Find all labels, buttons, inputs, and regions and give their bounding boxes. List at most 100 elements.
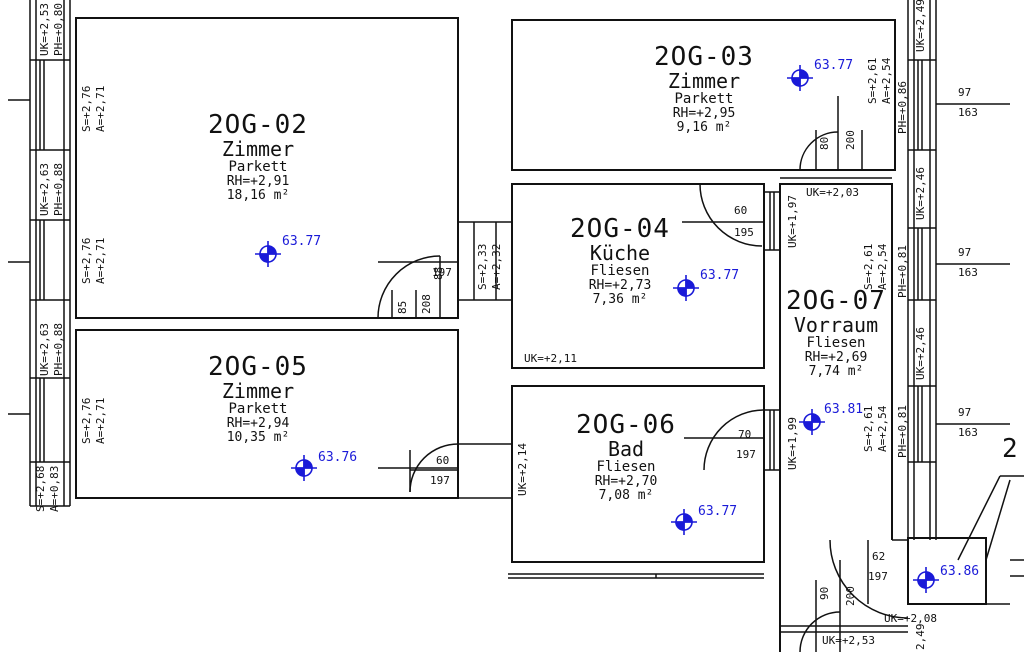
wall-annotation: UK=+2,08	[884, 612, 937, 625]
room-name: Zimmer	[221, 379, 295, 404]
wall-annotation: A=+2,71	[94, 397, 107, 444]
room-floor: Parkett	[228, 159, 288, 176]
wall-annotation: A=+2,32	[490, 243, 503, 290]
dimension: 195	[734, 226, 754, 239]
room-outline-2og-07	[779, 183, 893, 652]
wall-annotation: UK=+2,49	[914, 0, 927, 52]
room-height: RH=+2,70	[594, 473, 658, 489]
wall-annotation: UK=+2,53	[822, 634, 875, 647]
room-id: 2OG-02	[208, 110, 308, 140]
room-outline-2og-04	[511, 183, 765, 369]
wall-annotation: S=+2,76	[80, 85, 93, 132]
wall-annotation: S=+2,68	[34, 465, 47, 512]
wall-annotation: UK=+2,03	[806, 186, 859, 199]
elevation-value: 63.77	[700, 268, 740, 283]
room-name: Vorraum	[793, 313, 879, 338]
wall-annotation: A=+2,54	[876, 243, 889, 290]
wall-annotation: UK=+2,14	[516, 443, 529, 496]
room-name: Zimmer	[667, 69, 741, 94]
room-height: RH=+2,95	[672, 105, 736, 121]
room-height: RH=+2,91	[226, 173, 290, 189]
elevation-value: 63.77	[814, 58, 854, 73]
dimension: 197	[430, 474, 450, 487]
dimension: 60	[734, 204, 748, 217]
elevation-markers	[255, 65, 939, 593]
elevation-value: 63.76	[318, 450, 358, 465]
room-id: 2OG-07	[786, 286, 886, 316]
dimension: 200	[844, 130, 857, 150]
room-outline-2og-06	[511, 385, 765, 563]
dimension: 163	[958, 106, 978, 119]
wall-annotation: S=+2,61	[862, 405, 875, 452]
room-outline-2og-03	[511, 19, 896, 171]
elevation-value: 63.86	[940, 564, 980, 579]
dimension: 85	[396, 300, 409, 314]
wall-annotation: PH=+0,88	[52, 163, 65, 216]
room-floor: Parkett	[228, 401, 288, 418]
room-height: RH=+2,73	[588, 277, 652, 293]
elevation-value: 63.81	[824, 402, 864, 417]
room-label-2og-02: 2OG-02 Zimmer Parkett RH=+2,91 18,16 m²	[198, 110, 318, 203]
room-label-2og-06: 2OG-06 Bad Fliesen RH=+2,70 7,08 m²	[566, 410, 686, 503]
wall-annotation: PH=+0,86	[896, 81, 909, 134]
room-area: 18,16 m²	[226, 187, 290, 203]
wall-annotation: A=+2,71	[94, 237, 107, 284]
room-area: 7,36 m²	[592, 291, 648, 307]
elevation-value: 63.77	[698, 504, 738, 519]
dimension: 60	[436, 454, 450, 467]
wall-annotation: UK=+2,46	[914, 167, 927, 220]
wall-annotation: S=+2,76	[80, 237, 93, 284]
room-outline-2og-02	[75, 17, 459, 319]
wall-annotation: PH=+0,81	[896, 405, 909, 458]
room-area: 9,16 m²	[676, 119, 732, 135]
dimension: 80	[818, 136, 831, 150]
room-label-2og-04: 2OG-04 Küche Fliesen RH=+2,73 7,36 m²	[560, 214, 680, 307]
dimension: 163	[958, 266, 978, 279]
room-label-2og-07: 2OG-07 Vorraum Fliesen RH=+2,69 7,74 m²	[776, 286, 896, 379]
dimension: 97	[958, 86, 972, 99]
wall-annotation: S=+2,76	[80, 397, 93, 444]
room-floor: Fliesen	[596, 459, 656, 476]
dimension: 197	[432, 266, 452, 279]
wall-annotation: PH=+0,80	[52, 3, 65, 56]
wall-annotation: UK=+2,11	[524, 352, 577, 365]
dimension: 97	[958, 246, 972, 259]
room-floor: Fliesen	[590, 263, 650, 280]
wall-annotation: S=+2,61	[862, 243, 875, 290]
wall-annotation: UK=+1,97	[786, 195, 799, 248]
room-outline-2og-05	[75, 329, 459, 499]
dimension: 197	[736, 448, 756, 461]
dimension: 163	[958, 426, 978, 439]
room-id: 2OG-05	[208, 352, 308, 382]
room-name: Küche	[589, 241, 651, 266]
room-floor: Parkett	[674, 91, 734, 108]
room-height: RH=+2,94	[226, 415, 290, 431]
elevation-value: 63.77	[282, 234, 322, 249]
room-id: 2OG-06	[576, 410, 676, 440]
room-floor: Fliesen	[806, 335, 866, 352]
wall-annotation: UK=+2,46	[914, 327, 927, 380]
partial-room-label: 2	[1002, 434, 1018, 464]
dimension: 90	[818, 586, 831, 600]
wall-annotation: PH=+0,88	[52, 323, 65, 376]
room-name: Zimmer	[221, 137, 295, 162]
dimension: 197	[868, 570, 888, 583]
wall-annotation: S=+2,61	[866, 57, 879, 104]
wall-annotation: UK=+1,99	[786, 417, 799, 470]
room-name: Bad	[607, 437, 645, 462]
dimension: 62	[872, 550, 886, 563]
wall-annotation: A=+2,71	[94, 85, 107, 132]
wall-annotation: S=+2,33	[476, 243, 489, 290]
wall-annotation: 2,49	[914, 623, 927, 651]
dimension: 70	[738, 428, 752, 441]
room-label-2og-05: 2OG-05 Zimmer Parkett RH=+2,94 10,35 m²	[198, 352, 318, 444]
room-area: 7,74 m²	[808, 363, 864, 379]
room-id: 2OG-04	[570, 214, 670, 244]
dimension: 208	[420, 294, 433, 314]
room-label-2og-03: 2OG-03 Zimmer Parkett RH=+2,95 9,16 m²	[644, 43, 764, 135]
room-area: 7,08 m²	[598, 487, 654, 503]
dimension: 97	[958, 406, 972, 419]
wall-annotation: UK=+2,53	[38, 3, 51, 56]
